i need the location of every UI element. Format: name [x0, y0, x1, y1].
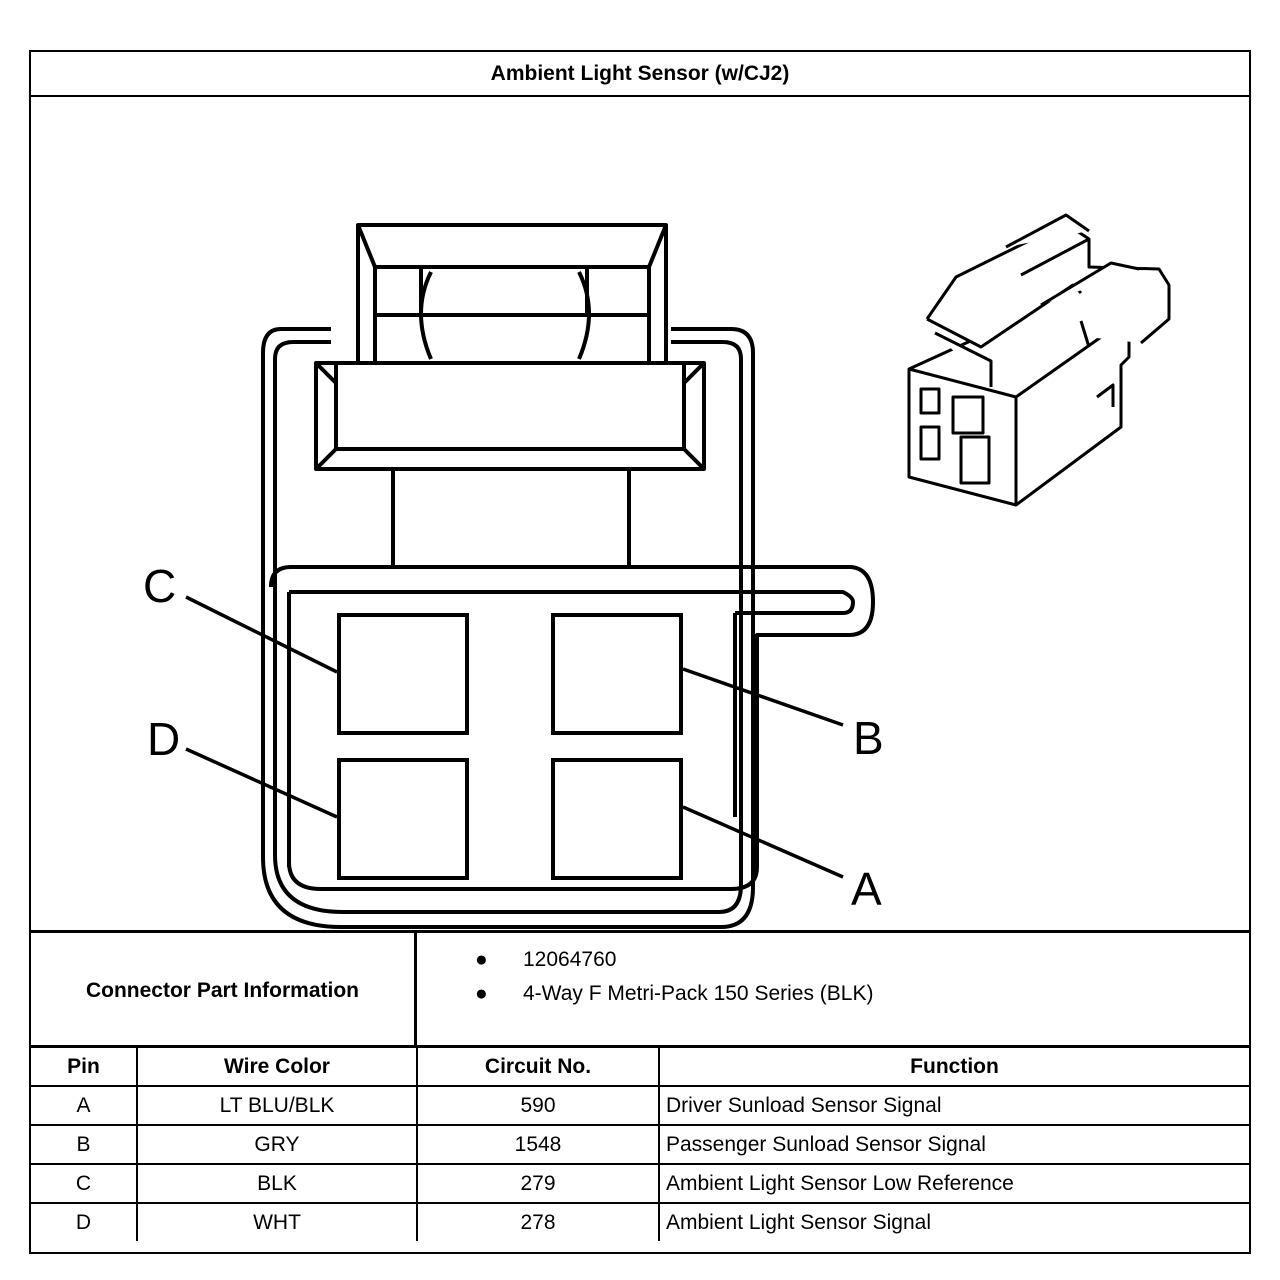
latch-inner-slot	[419, 265, 589, 317]
pin-cell: B	[31, 1124, 138, 1165]
connector-drawing: C D B A	[31, 97, 1249, 930]
latch-left-bevel	[356, 224, 421, 363]
function-cell: Driver Sunload Sensor Signal	[658, 1085, 1249, 1126]
latch-base-inner	[334, 361, 686, 451]
wire-color-cell: GRY	[136, 1124, 418, 1165]
pinout-header-row: Pin Wire Color Circuit No. Function	[31, 1045, 1249, 1087]
connector-description: 4-Way F Metri-Pack 150 Series (BLK)	[523, 982, 874, 1005]
pin-label-a: A	[851, 863, 882, 915]
pin-cell: A	[31, 1085, 138, 1126]
table-row: A LT BLU/BLK 590 Driver Sunload Sensor S…	[31, 1085, 1249, 1126]
cavity-b	[551, 613, 683, 735]
wire-color-cell: WHT	[136, 1202, 418, 1241]
function-cell: Passenger Sunload Sensor Signal	[658, 1124, 1249, 1165]
leader-c	[185, 595, 338, 674]
latch-base-bevels	[314, 361, 706, 471]
pin-cell: C	[31, 1163, 138, 1204]
connector-info-label: Connector Part Information	[31, 933, 417, 1048]
pin-cell: D	[31, 1202, 138, 1241]
function-cell: Ambient Light Sensor Low Reference	[658, 1163, 1249, 1204]
latch-base	[314, 361, 706, 471]
connector-info-item: ● 4-Way F Metri-Pack 150 Series (BLK)	[417, 977, 873, 1011]
table-row: C BLK 279 Ambient Light Sensor Low Refer…	[31, 1163, 1249, 1204]
leader-d	[185, 747, 338, 819]
pin-label-c: C	[143, 560, 176, 612]
latch-top	[356, 223, 668, 365]
cavity-d	[337, 758, 469, 880]
circuit-cell: 278	[416, 1202, 660, 1241]
wire-color-cell: BLK	[136, 1163, 418, 1204]
face-housing	[269, 565, 875, 891]
leader-a	[682, 805, 844, 879]
pin-label-d: D	[147, 713, 180, 765]
connector-body-inner-outline	[273, 340, 743, 914]
bullet-icon: ●	[475, 982, 488, 1005]
header-circuit-no: Circuit No.	[416, 1045, 660, 1087]
cavity-c	[337, 613, 469, 735]
connector-isometric-illustration	[907, 213, 1171, 507]
header-wire-color: Wire Color	[136, 1045, 418, 1087]
header-function: Function	[658, 1045, 1249, 1087]
cavity-a	[551, 758, 683, 880]
pin-label-b: B	[853, 712, 884, 764]
connector-face-svg: C D B A	[143, 213, 1171, 929]
function-cell: Ambient Light Sensor Signal	[658, 1202, 1249, 1241]
header-pin: Pin	[31, 1045, 138, 1087]
circuit-cell: 590	[416, 1085, 660, 1126]
pinout-table: Pin Wire Color Circuit No. Function A LT…	[31, 1045, 1249, 1241]
circuit-cell: 1548	[416, 1124, 660, 1165]
connector-part-number: 12064760	[523, 948, 617, 971]
wire-color-cell: LT BLU/BLK	[136, 1085, 418, 1126]
connector-info-list: ● 12064760 ● 4-Way F Metri-Pack 150 Seri…	[417, 943, 873, 1011]
leader-b	[682, 667, 844, 727]
face-housing-inner	[289, 590, 855, 615]
bullet-icon: ●	[475, 948, 488, 971]
diagram-title: Ambient Light Sensor (w/CJ2)	[31, 52, 1249, 97]
table-row: B GRY 1548 Passenger Sunload Sensor Sign…	[31, 1124, 1249, 1165]
diagram-frame: Ambient Light Sensor (w/CJ2)	[29, 50, 1251, 1254]
connector-part-information: Connector Part Information ● 12064760 ● …	[31, 930, 1249, 1048]
latch-right-bevel	[587, 224, 668, 363]
circuit-cell: 279	[416, 1163, 660, 1204]
connector-body-outline	[261, 327, 755, 929]
connector-info-item: ● 12064760	[417, 943, 873, 977]
table-row: D WHT 278 Ambient Light Sensor Signal	[31, 1202, 1249, 1241]
